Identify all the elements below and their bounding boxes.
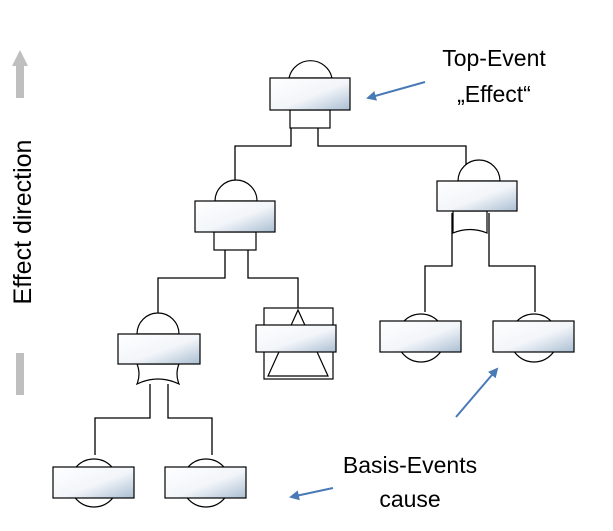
top-event-node (269, 60, 351, 129)
basic-event-node (379, 313, 462, 363)
transfer-node (255, 307, 337, 380)
top-event-label: Top-Event (442, 45, 546, 71)
basis-event-pointer-arrow-upper (455, 367, 499, 418)
low-left-node (117, 312, 201, 386)
top-event-pointer-arrow (366, 81, 426, 101)
top-event-sublabel: „Effect“ (457, 81, 531, 107)
annotation-arrows (289, 81, 499, 501)
basic-event-node (52, 458, 135, 508)
connector-lines (94, 128, 536, 455)
basis-events-label: Basis-Events (342, 452, 478, 478)
effect-direction-arrow (12, 50, 28, 395)
effect-direction-label: Effect direction (9, 139, 37, 305)
mid-right-node (436, 159, 518, 234)
basic-event-node (164, 458, 247, 508)
basis-event-pointer-arrow-lower (289, 487, 334, 501)
mid-left-node (194, 179, 276, 251)
basic-event-node (492, 313, 575, 363)
basis-events-sublabel: cause (379, 486, 441, 512)
